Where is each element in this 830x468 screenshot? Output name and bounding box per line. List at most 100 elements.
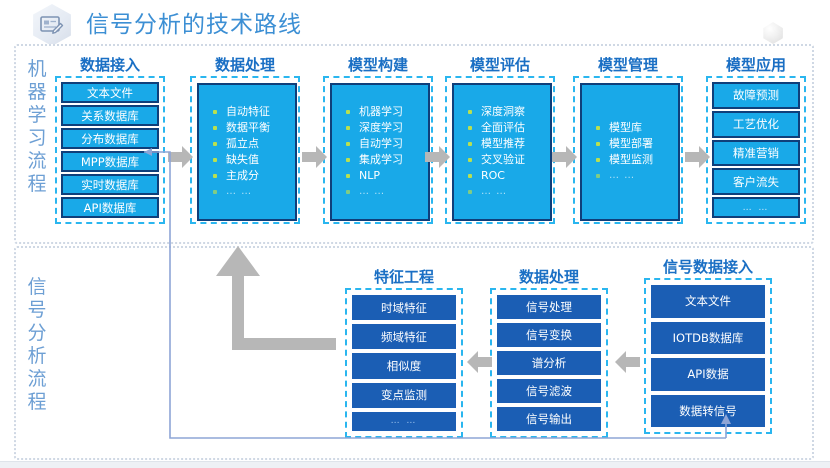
bullet-dot-icon	[346, 126, 350, 130]
bullet-label: 主成分	[226, 169, 259, 182]
chip-item[interactable]: 变点监测	[351, 381, 457, 409]
column-title: 数据处理	[518, 268, 579, 286]
bullet-dot-icon	[213, 142, 217, 146]
page-title: 信号分析的技术路线	[86, 12, 302, 38]
chip-item[interactable]: API数据库	[61, 197, 159, 218]
list-item[interactable]: … …	[582, 168, 678, 184]
chip-item[interactable]: 谱分析	[496, 350, 602, 376]
decorative-hexagon-blob	[763, 22, 783, 44]
bullet-dot-icon	[596, 142, 600, 146]
list-item[interactable]: 模型监测	[582, 152, 678, 168]
bullet-dot-icon	[596, 158, 600, 162]
chip-item[interactable]: 信号滤波	[496, 378, 602, 404]
column-title: 信号数据接入	[662, 258, 753, 276]
list-item[interactable]: … …	[454, 184, 550, 200]
bullet-card[interactable]: 模型库模型部署模型监测… …	[580, 83, 680, 221]
list-item[interactable]: 机器学习	[332, 104, 428, 120]
column-title: 数据接入	[79, 56, 140, 74]
flow-arrow-right	[425, 145, 451, 169]
bullet-dot-icon	[346, 174, 350, 178]
bullet-dot-icon	[213, 126, 217, 130]
bullet-dot-icon	[346, 190, 350, 194]
list-item[interactable]: … …	[332, 184, 428, 200]
chip-item[interactable]: 客户流失	[712, 168, 800, 196]
chip-item[interactable]: IOTDB数据库	[650, 320, 766, 355]
column-dashed-frame: 故障预测工艺优化精准营销客户流失… …	[706, 76, 806, 224]
column-dashed-frame: 深度洞察全面评估模型推荐交叉验证 ROC … …	[445, 76, 555, 224]
bullet-card[interactable]: 自动特征数据平衡孤立点缺失值主成分 … …	[197, 83, 297, 221]
chip-item[interactable]: … …	[712, 197, 800, 218]
list-item[interactable]: 模型推荐	[454, 136, 550, 152]
chip-item[interactable]: 故障预测	[712, 82, 800, 109]
chip-item[interactable]: 信号处理	[496, 294, 602, 320]
bullet-label: 数据平衡	[226, 121, 270, 134]
bullet-dot-icon	[346, 158, 350, 162]
flow-arrow-right	[685, 145, 711, 169]
elbow-arrow-feature-to-processing	[186, 240, 366, 365]
chip-item[interactable]: 时域特征	[351, 294, 457, 322]
side-label-signal-analysis: 信号分析流程	[27, 276, 47, 413]
chip-item[interactable]: API数据	[650, 357, 766, 392]
chip-item[interactable]: 文本文件	[61, 82, 159, 103]
bullet-card[interactable]: 深度洞察全面评估模型推荐交叉验证 ROC … …	[452, 83, 552, 221]
chip-item[interactable]: 实时数据库	[61, 174, 159, 195]
flow-arrow-left	[466, 350, 492, 374]
chip-item[interactable]: MPP数据库	[61, 151, 159, 172]
bullet-dot-icon	[596, 126, 600, 130]
list-item[interactable]: … …	[199, 184, 295, 200]
column-title: 数据处理	[214, 56, 275, 74]
bullet-label: 深度洞察	[481, 105, 525, 118]
bullet-dot-icon	[468, 126, 472, 130]
list-item[interactable]: 主成分	[199, 168, 295, 184]
bullet-label: 机器学习	[359, 105, 403, 118]
list-item[interactable]: 集成学习	[332, 152, 428, 168]
chip-item[interactable]: 信号变换	[496, 322, 602, 348]
column-title: 模型构建	[347, 56, 408, 74]
bullet-dot-icon	[468, 158, 472, 162]
list-item[interactable]: 自动学习	[332, 136, 428, 152]
list-item[interactable]: 全面评估	[454, 120, 550, 136]
list-item[interactable]: 模型部署	[582, 136, 678, 152]
list-item[interactable]: ROC	[454, 168, 550, 184]
list-item[interactable]: 深度学习	[332, 120, 428, 136]
chip-item[interactable]: 信号输出	[496, 406, 602, 432]
list-item[interactable]: NLP	[332, 168, 428, 184]
bullet-card[interactable]: 机器学习深度学习自动学习集成学习 NLP … …	[330, 83, 430, 221]
bullet-label: 全面评估	[481, 121, 525, 134]
list-item[interactable]: 缺失值	[199, 152, 295, 168]
chip-item[interactable]: 文本文件	[650, 284, 766, 319]
column-title: 模型应用	[725, 56, 786, 74]
bullet-label: 交叉验证	[481, 153, 525, 166]
bullet-label: … …	[226, 186, 253, 197]
chip-item[interactable]: 频域特征	[351, 323, 457, 351]
chip-item[interactable]: 精准营销	[712, 139, 800, 167]
chip-item[interactable]: 分布数据库	[61, 128, 159, 149]
chip-item[interactable]: … …	[351, 410, 457, 433]
column-dashed-frame: 信号处理信号变换谱分析信号滤波信号输出	[490, 288, 608, 438]
bullet-label: ROC	[481, 169, 505, 182]
column-title: 模型评估	[469, 56, 530, 74]
bullet-dot-icon	[213, 158, 217, 162]
document-pen-hexagon-icon	[30, 4, 74, 46]
column-dashed-frame: 机器学习深度学习自动学习集成学习 NLP … …	[323, 76, 433, 224]
list-item[interactable]: 深度洞察	[454, 104, 550, 120]
list-item[interactable]: 交叉验证	[454, 152, 550, 168]
bullet-label: 缺失值	[226, 153, 259, 166]
list-item[interactable]: 自动特征	[199, 104, 295, 120]
bullet-label: 孤立点	[226, 137, 259, 150]
chip-item[interactable]: 工艺优化	[712, 110, 800, 138]
bullet-label: NLP	[359, 169, 380, 182]
chip-item[interactable]: 数据转信号	[650, 393, 766, 428]
column-dashed-frame: 自动特征数据平衡孤立点缺失值主成分 … …	[190, 76, 300, 224]
chip-item[interactable]: 相似度	[351, 352, 457, 380]
list-item[interactable]: 模型库	[582, 120, 678, 136]
chip-item[interactable]: 关系数据库	[61, 105, 159, 126]
bullet-dot-icon	[346, 142, 350, 146]
bullet-dot-icon	[468, 190, 472, 194]
bullet-label: 集成学习	[359, 153, 403, 166]
list-item[interactable]: 数据平衡	[199, 120, 295, 136]
bullet-label: 自动学习	[359, 137, 403, 150]
list-item[interactable]: 孤立点	[199, 136, 295, 152]
